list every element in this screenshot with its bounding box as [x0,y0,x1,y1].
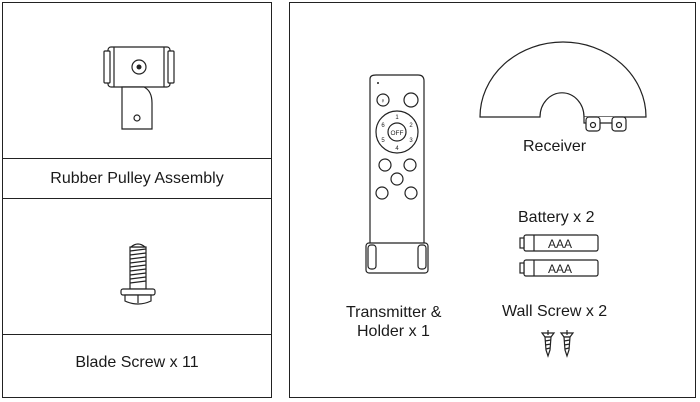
svg-text:5: 5 [381,138,385,144]
svg-text:4: 4 [395,146,399,152]
blade-screw-label-row: Blade Screw x 11 [3,335,271,397]
battery-label: Battery x 2 [518,209,595,226]
transmitter-label-line2: Holder x 1 [357,323,430,340]
wall-screw-icon-1 [540,330,556,358]
pulley-label-row: Rubber Pulley Assembly [3,159,271,199]
receiver-label: Receiver [523,138,587,155]
blade-screw-label: Blade Screw x 11 [75,354,199,371]
rubber-pulley-assembly-icon [103,46,175,130]
svg-text:2: 2 [409,123,413,129]
screw-image-row [3,199,271,335]
right-panel: Receiver ♀ OFF 1 2 3 4 5 6 Transmitter &… [289,2,696,398]
svg-text:1: 1 [395,115,399,121]
receiver-icon [479,41,647,132]
battery-icon-1: AAA [519,234,599,252]
svg-text:3: 3 [409,138,413,144]
battery-icon-2: AAA [519,259,599,277]
transmitter-label-line1: Transmitter & [346,304,442,321]
remote-off-text: OFF [391,130,404,137]
wall-screw-icon-2 [559,330,575,358]
svg-text:6: 6 [381,123,385,129]
svg-text:♀: ♀ [380,98,385,105]
battery-text-1: AAA [548,237,572,251]
battery-text-2: AAA [548,262,572,276]
pulley-image-row [3,3,271,159]
rubber-pulley-assembly-label: Rubber Pulley Assembly [50,170,224,187]
blade-screw-icon [120,243,156,305]
wall-screw-label: Wall Screw x 2 [502,303,608,320]
left-panel: Rubber Pulley Assembly Blade Screw x 11 [2,2,272,398]
transmitter-remote-icon: ♀ OFF 1 2 3 4 5 6 [365,74,429,274]
